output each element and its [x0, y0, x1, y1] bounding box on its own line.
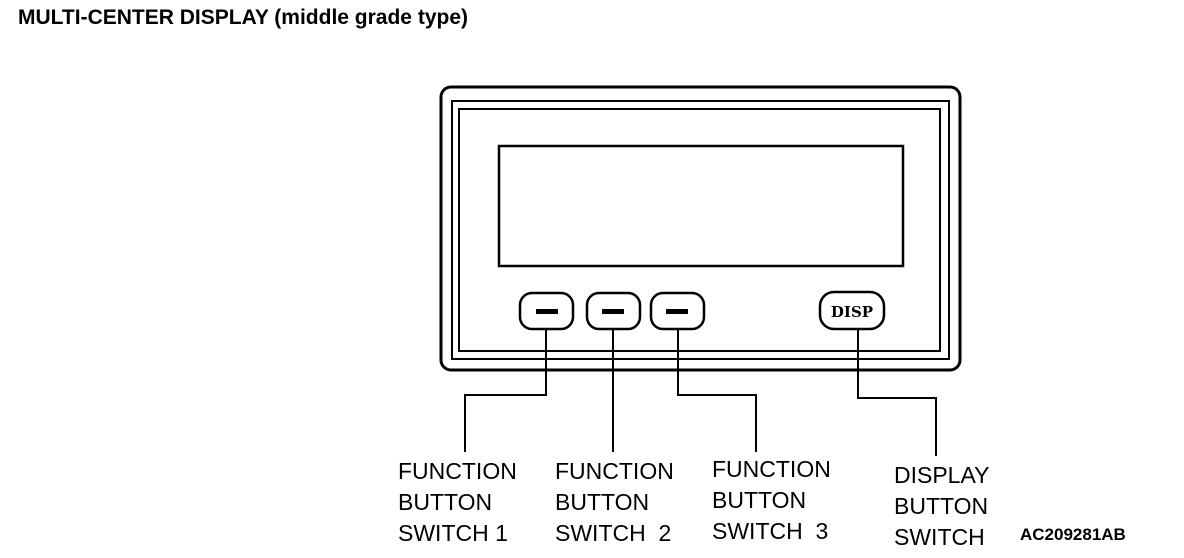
function-button-3[interactable] [649, 291, 706, 331]
callout-line: SWITCH 1 [398, 520, 508, 546]
minus-glyph-icon [602, 309, 624, 314]
diagram-title: MULTI-CENTER DISPLAY (middle grade type) [18, 6, 468, 29]
callout-line: SWITCH 2 [555, 520, 672, 546]
callout-line: SWITCH 3 [712, 518, 829, 544]
callout-function-button-switch-1: FUNCTION BUTTON SWITCH 1 [398, 456, 517, 549]
leader-line-function-3 [677, 329, 757, 452]
callout-line: FUNCTION [398, 458, 517, 484]
function-button-1[interactable] [518, 291, 575, 331]
callout-line: FUNCTION [712, 456, 831, 482]
callout-line: BUTTON [398, 489, 493, 515]
callout-function-button-switch-2: FUNCTION BUTTON SWITCH 2 [555, 456, 674, 549]
callout-line: SWITCH [894, 524, 985, 550]
callout-function-button-switch-3: FUNCTION BUTTON SWITCH 3 [712, 454, 831, 547]
callout-line: BUTTON [894, 493, 989, 519]
callout-display-button-switch: DISPLAY BUTTON SWITCH [894, 460, 989, 553]
callout-line: FUNCTION [555, 458, 674, 484]
display-button[interactable]: DISP [818, 290, 886, 331]
display-housing-outer [439, 85, 962, 372]
callout-line: BUTTON [555, 489, 650, 515]
callout-line: BUTTON [712, 487, 807, 513]
callout-line: DISPLAY [894, 462, 990, 488]
display-bezel [451, 100, 950, 360]
display-button-face-text: DISP [831, 303, 873, 321]
display-bezel-inner [458, 108, 941, 352]
minus-glyph-icon [666, 309, 688, 314]
minus-glyph-icon [536, 309, 558, 314]
leader-line-display [857, 329, 937, 456]
leader-line-function-1 [464, 329, 547, 452]
figure-reference-code: AC209281AB [1020, 525, 1126, 544]
function-button-2[interactable] [585, 291, 642, 331]
lcd-screen [497, 144, 905, 268]
